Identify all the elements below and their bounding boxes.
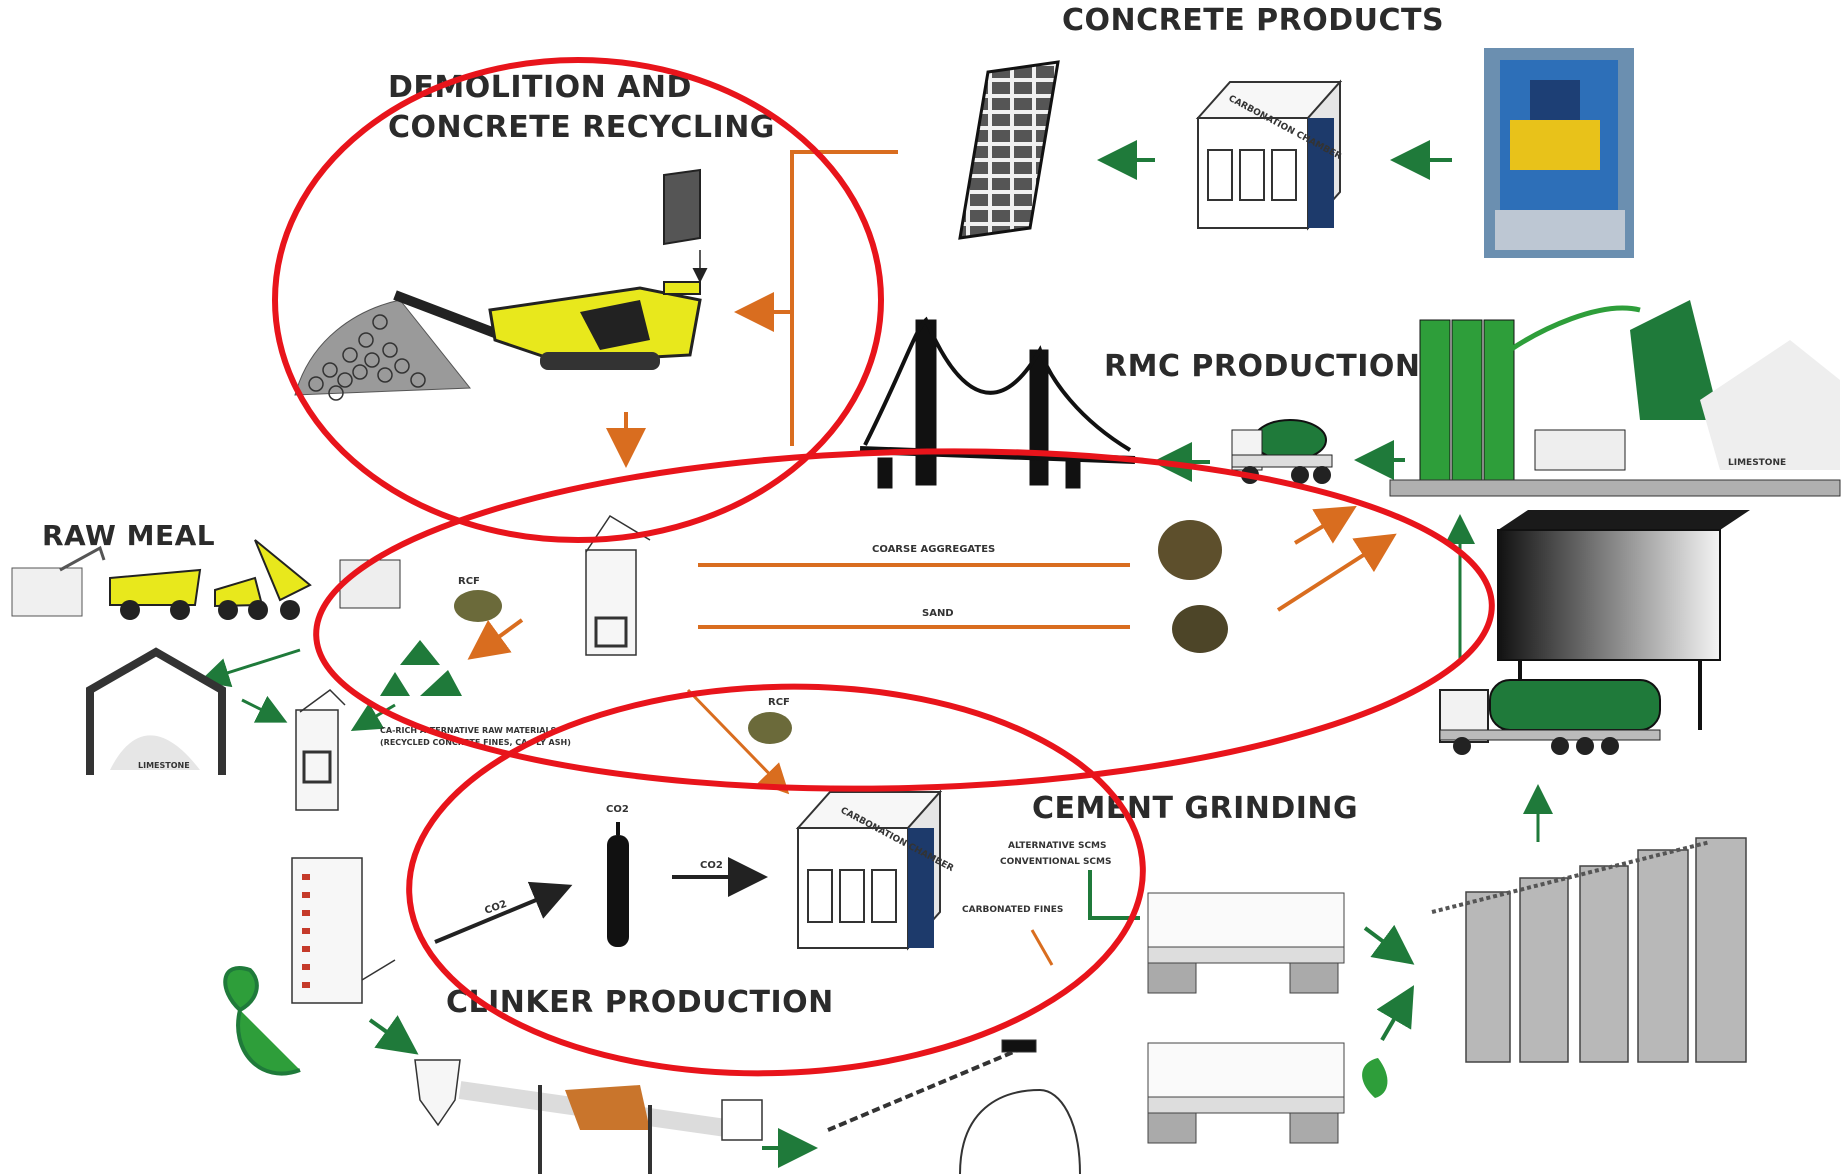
title-cement-grinding: CEMENT GRINDING bbox=[1032, 791, 1358, 826]
bridge-icon bbox=[859, 316, 1136, 489]
title-clinker-production: CLINKER PRODUCTION bbox=[446, 985, 834, 1020]
limestone-shed: LIMESTONE bbox=[86, 647, 226, 775]
scms-feed-line bbox=[1088, 870, 1140, 920]
title-rmc-production: RMC PRODUCTION bbox=[1104, 349, 1421, 384]
kiln-icon bbox=[414, 1059, 763, 1174]
limestone-label-shed: LIMESTONE bbox=[138, 761, 190, 770]
title-raw-meal: RAW MEAL bbox=[42, 519, 215, 552]
paver-blocks bbox=[958, 60, 1060, 240]
arrow-rcf-to-recycle bbox=[467, 618, 524, 660]
orange-return-line bbox=[790, 150, 898, 446]
arrow-agg-to-rmc-1 bbox=[1293, 505, 1357, 545]
coarse-aggregates-label: COARSE AGGREGATES bbox=[872, 544, 995, 555]
rcf-pile-2 bbox=[748, 712, 792, 744]
raw-mill-left bbox=[295, 689, 346, 811]
preheater-tower bbox=[291, 857, 396, 1004]
alternative-scms-label: ALTERNATIVE SCMS bbox=[1008, 841, 1107, 851]
raw-meal-equipment bbox=[11, 539, 401, 620]
rcf-pile-1 bbox=[454, 590, 502, 622]
carbonated-fines-line bbox=[1030, 929, 1054, 966]
rcf-label-2: RCF bbox=[768, 697, 790, 708]
highlight-demolition bbox=[272, 57, 884, 543]
rmc-plant: LIMESTONE bbox=[1389, 300, 1841, 497]
cement-hopper bbox=[1497, 510, 1750, 730]
conventional-scms-label: CONVENTIONAL SCMS bbox=[1000, 857, 1111, 867]
arrow-rcf-to-rawmill bbox=[350, 702, 396, 732]
carbonation-chamber-top: CARBONATION CHAMBER bbox=[1195, 79, 1343, 231]
clinker-conveyor bbox=[827, 1039, 1081, 1174]
aggregate-piles bbox=[1158, 520, 1228, 653]
mill-icon bbox=[1147, 892, 1345, 1144]
title-concrete-products: CONCRETE PRODUCTS bbox=[1062, 3, 1444, 38]
recycle-icon bbox=[380, 640, 462, 696]
arrow-raw-to-shed bbox=[199, 648, 301, 688]
arrow-agg-to-rmc-2 bbox=[1276, 533, 1397, 612]
title-demolition-line2: CONCRETE RECYCLING bbox=[388, 110, 775, 145]
sand-label: SAND bbox=[922, 608, 954, 619]
rcf-label-1: RCF bbox=[458, 576, 480, 587]
arrow-shed-to-mill bbox=[241, 695, 288, 723]
leaf-icon bbox=[223, 966, 301, 1076]
limestone-label-rmc: LIMESTONE bbox=[1728, 458, 1786, 468]
arrow-mill1-to-silos bbox=[1363, 924, 1415, 965]
highlight-carbonation bbox=[406, 683, 1146, 1077]
mixer-truck-icon bbox=[1231, 419, 1333, 484]
arrow-mill2-to-silos bbox=[1376, 985, 1415, 1042]
silo-icon bbox=[1431, 837, 1747, 1063]
arrow-rcf-to-carbonation bbox=[686, 688, 790, 795]
arrow-preheater-to-kiln bbox=[368, 1015, 419, 1055]
carbonated-fines-label: CARBONATED FINES bbox=[962, 905, 1063, 915]
co2-label-cylinder: CO2 bbox=[606, 804, 629, 815]
co2-cylinder-icon: CO2 bbox=[606, 804, 629, 947]
crusher-icon bbox=[294, 168, 708, 401]
truck-icon bbox=[1439, 679, 1661, 755]
leaf-icon-mill bbox=[1362, 1058, 1388, 1098]
carbonation-chamber-bottom: CARBONATION CHAMBER bbox=[795, 789, 955, 951]
block-machine-photo bbox=[1484, 48, 1634, 258]
co2-label-2: CO2 bbox=[700, 860, 723, 871]
ca-rich-line1: CA-RICH ALTERNATIVE RAW MATERIALS bbox=[380, 726, 557, 735]
highlight-aggregates bbox=[313, 448, 1495, 792]
arrow-co2-to-cylinder bbox=[434, 881, 573, 944]
raw-mill-center bbox=[585, 514, 651, 656]
